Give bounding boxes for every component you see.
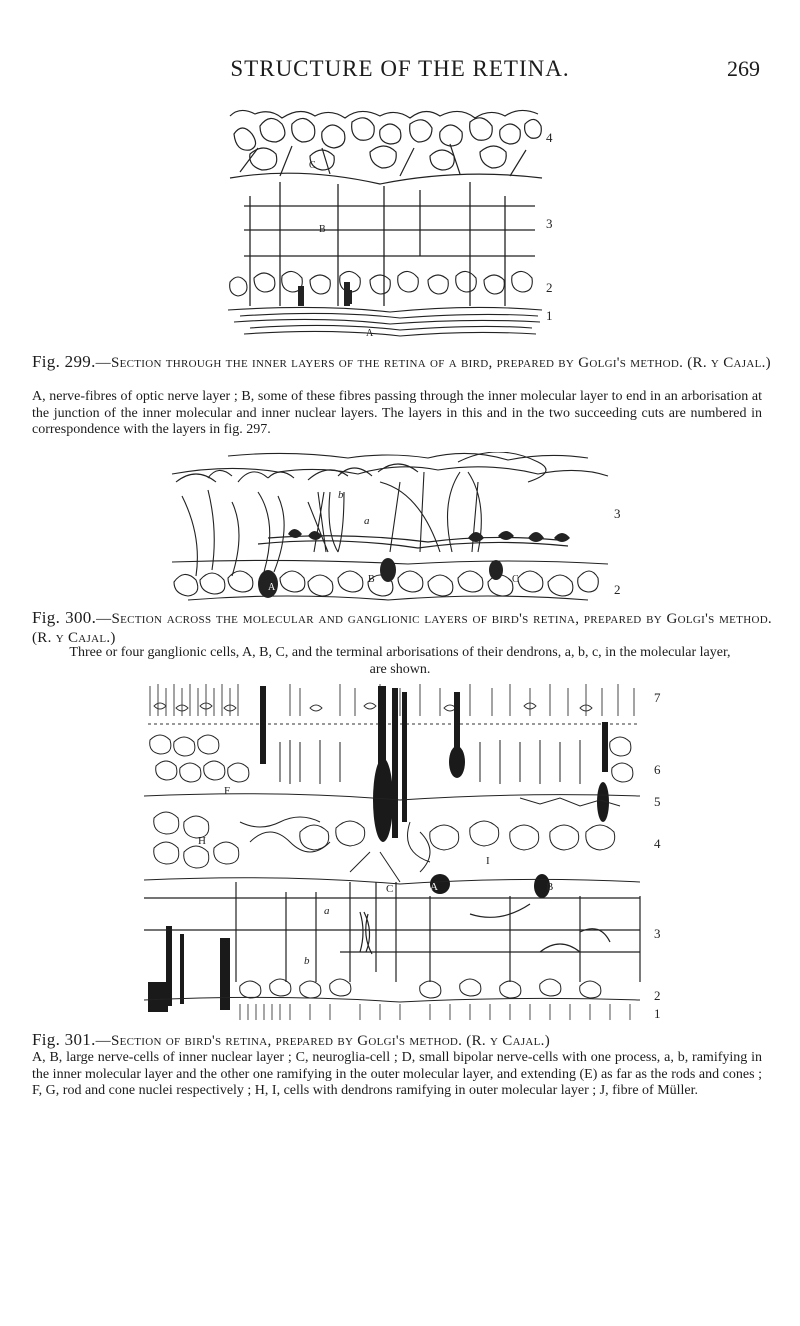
fig300-illustration: b a c A B C 3 2 xyxy=(168,452,638,604)
fig299-caption: A, nerve-fibres of optic nerve layer ; B… xyxy=(32,389,762,437)
fig299-label-b: B xyxy=(319,224,326,235)
fig301-layer-1: 1 xyxy=(654,1006,661,1021)
fig299-layer-2: 2 xyxy=(546,280,553,295)
fig301-layer-4: 4 xyxy=(654,836,661,851)
fig300-label-A: A xyxy=(268,582,276,593)
fig300-label: Fig. 300. xyxy=(32,608,97,627)
fig301-label-I: I xyxy=(486,855,490,867)
page-number: 269 xyxy=(727,56,760,81)
fig301-label-B: B xyxy=(546,881,553,893)
fig301-illustration: F H I A C B a b 7 6 5 4 3 2 1 xyxy=(140,682,670,1022)
fig301-layer-5: 5 xyxy=(654,794,661,809)
fig299-label-c: C xyxy=(309,160,316,171)
fig299-caption-title: Fig. 299.—Section through the inner laye… xyxy=(32,352,772,373)
fig301-label-H: H xyxy=(198,835,206,847)
fig300-caption: Three or four ganglionic cells, A, B, C,… xyxy=(69,645,731,677)
fig299-layer-1: 1 xyxy=(546,308,553,323)
fig301-label-a: a xyxy=(324,905,330,917)
fig301-layer-6: 6 xyxy=(654,762,661,777)
fig301-caption: A, B, large nerve-cells of inner nuclear… xyxy=(32,1050,762,1098)
fig300-layer-3: 3 xyxy=(614,506,621,521)
fig301-label-A: A xyxy=(430,881,438,893)
fig301-layer-7: 7 xyxy=(654,690,661,705)
fig299-illustration: C B A 4 3 2 1 xyxy=(220,106,560,344)
fig301-caption-title: Fig. 301.—Section of bird's retina, prep… xyxy=(32,1030,772,1051)
running-title: STRUCTURE OF THE RETINA. xyxy=(230,56,570,81)
fig300-caption-title: Fig. 300.—Section across the molecular a… xyxy=(32,608,772,648)
fig299-label-a: A xyxy=(366,328,374,339)
fig301-label: Fig. 301. xyxy=(32,1030,96,1049)
fig299-layer-3: 3 xyxy=(546,216,553,231)
fig301-layer-3: 3 xyxy=(654,926,661,941)
fig300-label-a: a xyxy=(364,515,370,527)
fig300-label-c: c xyxy=(472,529,477,541)
fig301-title: —Section of bird's retina, prepared by G… xyxy=(95,1033,551,1049)
fig300-layer-2: 2 xyxy=(614,582,621,597)
fig299-title: —Section through the inner layers of the… xyxy=(95,355,771,371)
fig301-layer-2: 2 xyxy=(654,988,661,1003)
fig301-label-C: C xyxy=(386,883,393,895)
fig300-label-b: b xyxy=(338,489,344,501)
fig300-label-C: C xyxy=(512,574,519,585)
running-header: STRUCTURE OF THE RETINA. 269 xyxy=(0,56,800,86)
fig300-label-B: B xyxy=(368,574,375,585)
fig299-label: Fig. 299. xyxy=(32,352,96,371)
fig301-label-b: b xyxy=(304,955,310,967)
fig300-title: —Section across the molecular and gangli… xyxy=(32,611,772,646)
fig301-label-F: F xyxy=(224,785,230,797)
fig299-layer-4: 4 xyxy=(546,130,553,145)
